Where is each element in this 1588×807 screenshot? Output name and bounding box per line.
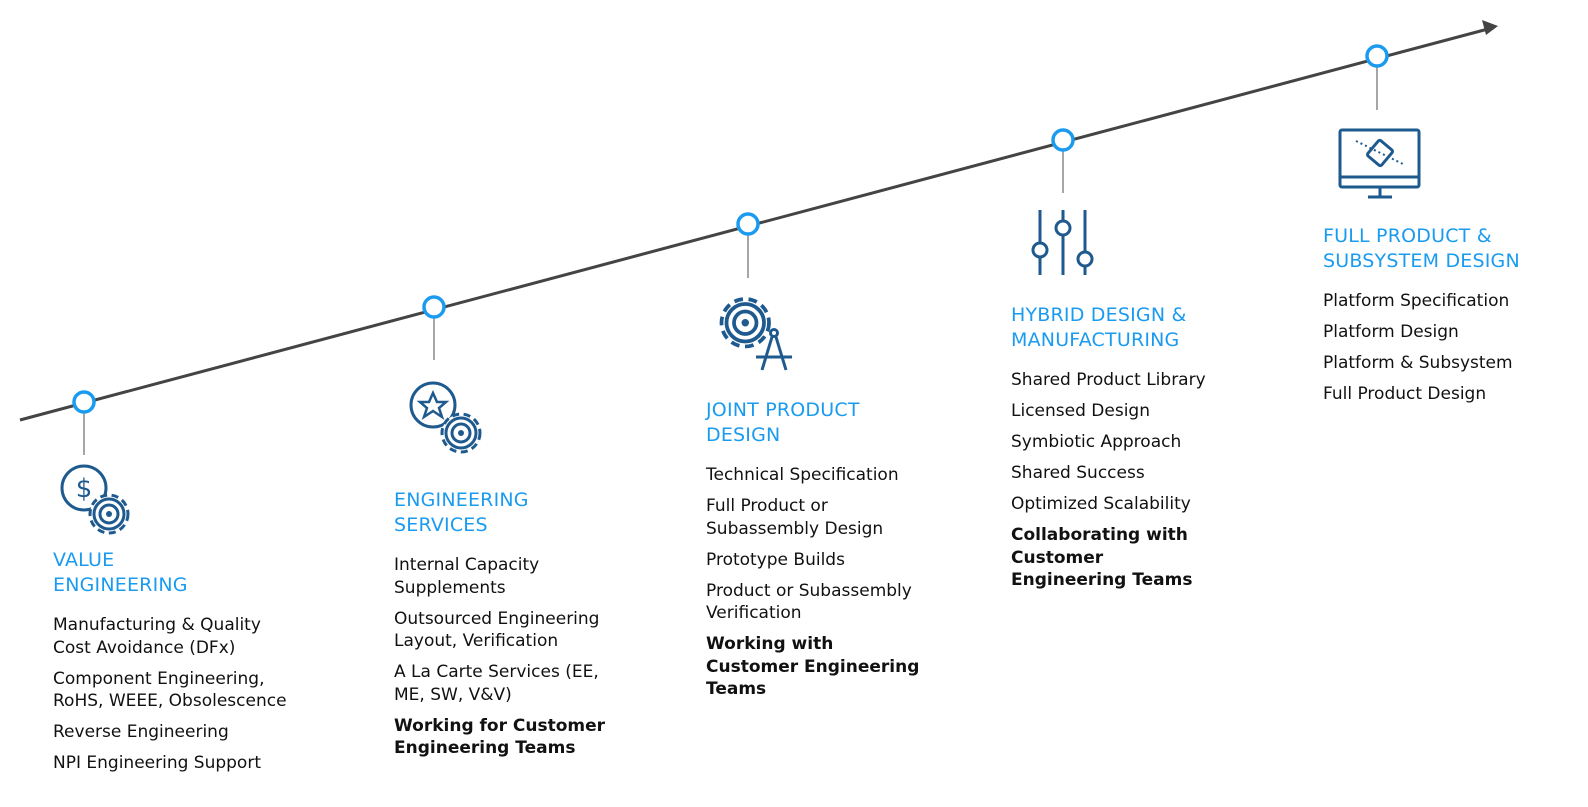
stage-item: Optimized Scalability <box>1011 494 1191 514</box>
stage-item: Component Engineering, RoHS, WEEE, Obsol… <box>53 668 287 712</box>
milestone-node-1 <box>72 390 96 414</box>
sliders-icon <box>1031 210 1094 275</box>
stage-emphasis: Collaborating with Customer Engineering … <box>1011 525 1193 590</box>
stage-item: A La Carte Services (EE, ME, SW, V&V) <box>394 662 599 705</box>
stage-item: Platform Specification <box>1323 291 1510 311</box>
stage-item: NPI Engineering Support <box>53 753 261 773</box>
stage-item: Shared Success <box>1011 463 1145 483</box>
stage-item: Internal Capacity Supplements <box>394 555 540 598</box>
stage-item: Platform Design <box>1323 322 1459 342</box>
star-gear-icon <box>409 381 482 454</box>
stage-emphasis: Working with Customer Engineering Teams <box>706 634 920 699</box>
milestone-node-4 <box>1051 128 1075 152</box>
dollar-gear-icon: $ <box>60 464 130 535</box>
stage-item: Shared Product Library <box>1011 370 1206 390</box>
stage-item: Manufacturing & Quality Cost Avoidance (… <box>53 615 261 658</box>
stage-title: FULL PRODUCT &SUBSYSTEM DESIGN <box>1323 225 1520 272</box>
milestone-node-2 <box>422 295 446 319</box>
stage-item: Outsourced Engineering Layout, Verificat… <box>394 608 600 652</box>
stage-item: Technical Specification <box>706 465 899 485</box>
milestone-node-3 <box>736 212 760 236</box>
stage-hybrid-design: HYBRID DESIGN &MANUFACTURING Shared Prod… <box>1011 303 1226 600</box>
stage-emphasis: Working for Customer Engineering Teams <box>394 715 606 759</box>
stage-item: Product or Subassembly Verification <box>706 580 912 624</box>
svg-text:$: $ <box>76 474 93 504</box>
monitor-design-icon <box>1338 128 1421 199</box>
stage-item: Reverse Engineering <box>53 722 229 742</box>
arrow-head <box>1482 20 1498 35</box>
stage-item: Platform & Subsystem <box>1323 353 1513 373</box>
stage-full-product-design: FULL PRODUCT &SUBSYSTEM DESIGN Platform … <box>1323 224 1583 414</box>
milestone-node-5 <box>1365 44 1389 68</box>
stage-item: Full Product Design <box>1323 384 1487 404</box>
stems <box>83 66 1378 455</box>
gear-compass-icon <box>719 297 792 371</box>
stage-item: Full Product or Subassembly Design <box>706 496 884 539</box>
stage-item: Licensed Design <box>1011 401 1150 421</box>
stage-title: HYBRID DESIGN &MANUFACTURING <box>1011 304 1187 351</box>
stage-item: Prototype Builds <box>706 549 845 570</box>
stage-item: Symbiotic Approach <box>1011 432 1182 452</box>
